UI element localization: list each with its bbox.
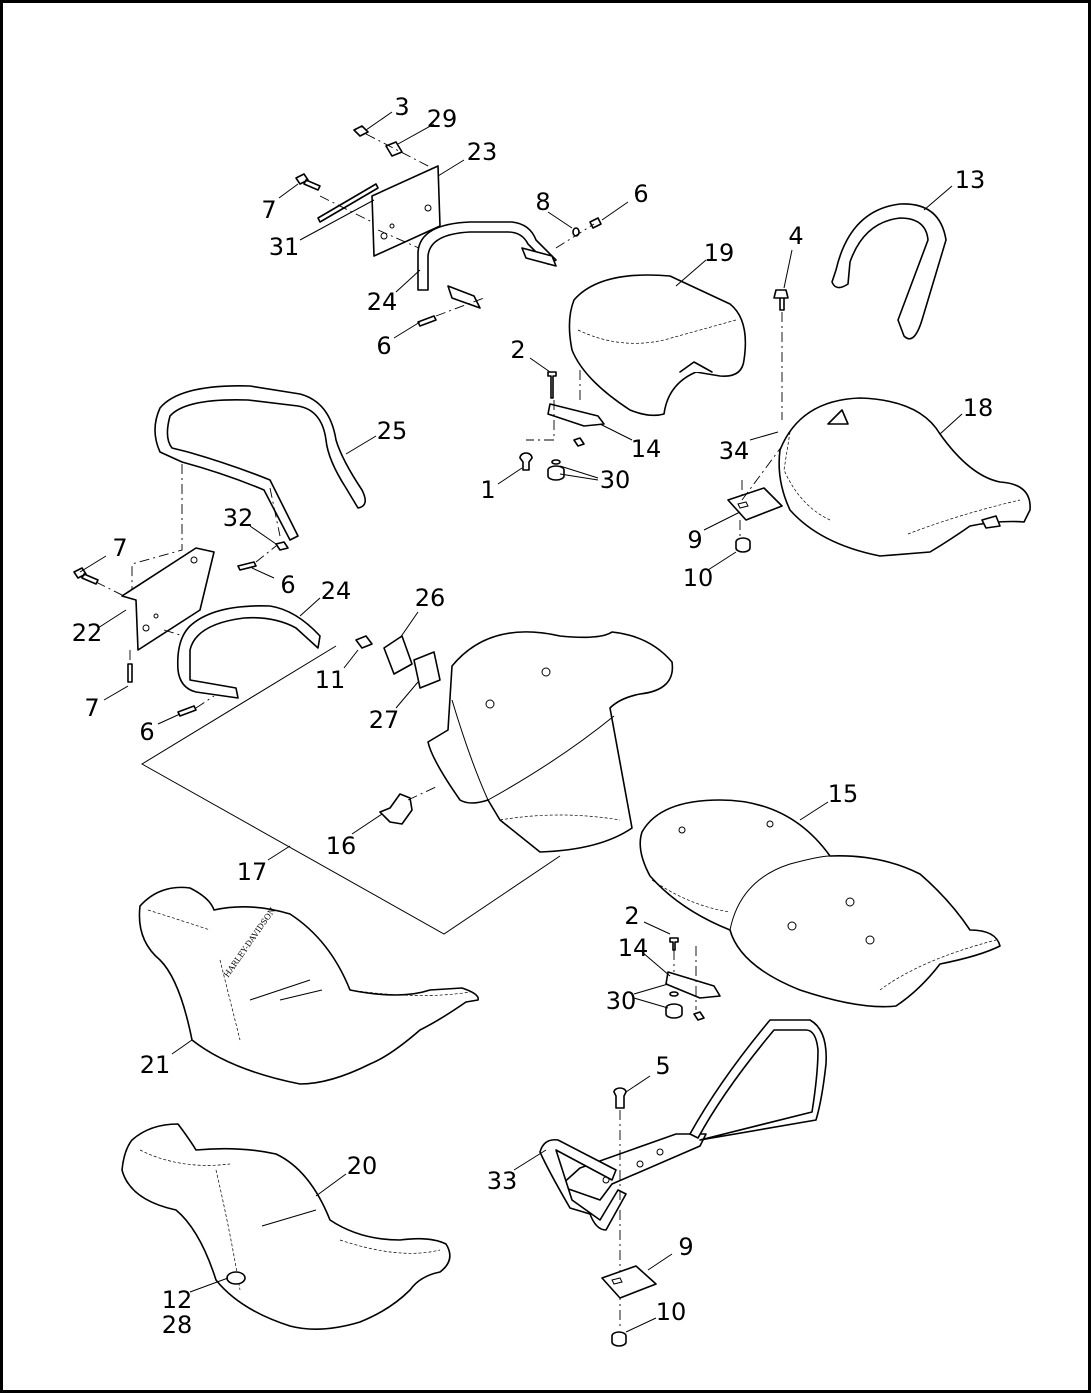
- callout-labels: 3 29 23 7 31 8 6 24 6 19 4 13 2 14 1 30 …: [72, 93, 994, 1339]
- bolt-6-mid: [417, 315, 437, 327]
- callout-14: 14: [631, 435, 662, 463]
- nut-11: [355, 635, 373, 649]
- backrest-box-17: [141, 645, 561, 935]
- callout-13: 13: [955, 166, 986, 194]
- callout-21: 21: [140, 1051, 171, 1079]
- callout-11: 11: [315, 666, 346, 694]
- callout-30: 30: [606, 987, 637, 1015]
- callout-22: 22: [72, 619, 103, 647]
- callout-31: 31: [269, 233, 300, 261]
- callout-20: 20: [347, 1152, 378, 1180]
- plate-26: [383, 635, 413, 675]
- callout-28: 28: [162, 1311, 193, 1339]
- callout-16: 16: [326, 832, 357, 860]
- nut-10-bottom: [611, 1331, 627, 1347]
- spacer-30-bottom: [665, 991, 683, 1019]
- callout-7: 7: [84, 694, 99, 722]
- leader-lines: [79, 111, 963, 1333]
- washer-8: [572, 227, 580, 237]
- callout-3: 3: [394, 93, 409, 121]
- callout-17: 17: [237, 858, 268, 886]
- strap-13: [831, 203, 947, 340]
- plate-27: [413, 651, 441, 689]
- two-up-seat-20: [121, 1123, 451, 1330]
- nut-10-top: [735, 537, 751, 553]
- screw-1: [519, 452, 533, 471]
- callout-19: 19: [704, 239, 735, 267]
- callout-24: 24: [321, 577, 352, 605]
- callout-9: 9: [678, 1233, 693, 1261]
- callout-2: 2: [510, 336, 525, 364]
- callout-34: 34: [719, 437, 750, 465]
- callout-6: 6: [280, 571, 295, 599]
- backrest-17: [427, 631, 674, 853]
- solo-seat-19: [568, 274, 747, 417]
- clip-29: [385, 141, 403, 157]
- two-up-seat-15: [639, 799, 1001, 1008]
- callout-32: 32: [223, 504, 254, 532]
- support-rail-24-top: [417, 221, 557, 309]
- nut-3: [353, 125, 369, 137]
- callout-24: 24: [367, 288, 398, 316]
- callout-23: 23: [467, 138, 498, 166]
- callout-6: 6: [633, 180, 648, 208]
- callout-1: 1: [480, 476, 495, 504]
- support-rail-24-left: [176, 605, 321, 699]
- callout-26: 26: [415, 584, 446, 612]
- callout-10: 10: [656, 1298, 687, 1326]
- bolt-4: [773, 289, 789, 311]
- callout-6: 6: [376, 332, 391, 360]
- callout-6: 6: [139, 718, 154, 746]
- callout-29: 29: [427, 105, 458, 133]
- bolt-6-top: [589, 217, 602, 229]
- callout-7: 7: [112, 534, 127, 562]
- bolt-7-bottom: [127, 663, 133, 683]
- spacer-30-top: [547, 459, 565, 481]
- plate-9-bottom: [601, 1265, 657, 1299]
- callout-30: 30: [600, 466, 631, 494]
- side-bracket-22: [121, 547, 215, 651]
- bolt-7-top: [295, 173, 321, 191]
- nut-32: [275, 541, 289, 551]
- mount-bracket-14-bottom: [665, 937, 721, 1021]
- plate-9-top: [727, 487, 783, 521]
- plate-bracket-23: [317, 165, 441, 257]
- callout-15: 15: [828, 780, 859, 808]
- solo-seat-18: [778, 397, 1031, 557]
- callout-7: 7: [261, 196, 276, 224]
- callout-10: 10: [683, 564, 714, 592]
- bolt-6-left: [237, 561, 257, 571]
- callout-2: 2: [624, 902, 639, 930]
- callout-8: 8: [535, 188, 550, 216]
- callout-9: 9: [687, 526, 702, 554]
- callout-27: 27: [369, 706, 400, 734]
- callout-25: 25: [377, 417, 408, 445]
- rack-33: [539, 1019, 827, 1231]
- bolt-5: [613, 1087, 627, 1109]
- callout-18: 18: [963, 394, 994, 422]
- callout-33: 33: [487, 1167, 518, 1195]
- mount-bracket-14-top: [547, 371, 605, 447]
- callout-12: 12: [162, 1286, 193, 1314]
- callout-14: 14: [618, 934, 649, 962]
- sissy-bar-25: [154, 385, 366, 541]
- spacer-16: [379, 793, 413, 825]
- callout-4: 4: [788, 222, 803, 250]
- callout-5: 5: [655, 1052, 670, 1080]
- two-up-seat-21: HARLEY-DAVIDSON: [138, 886, 479, 1085]
